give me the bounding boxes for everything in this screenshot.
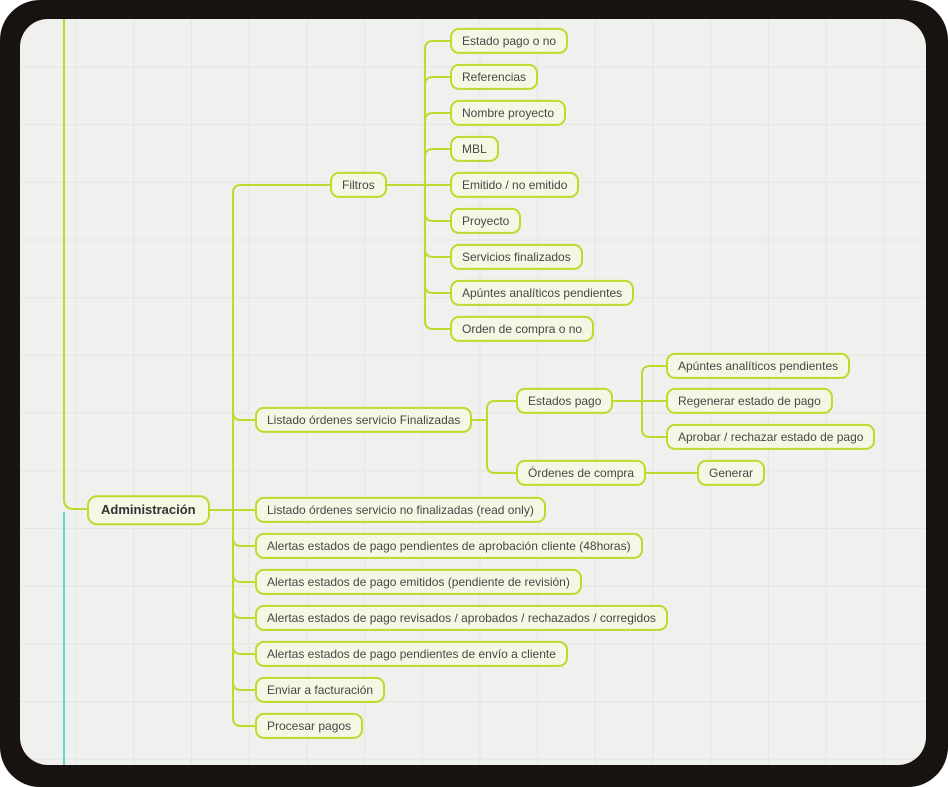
node-alertas-envio-cliente[interactable]: Alertas estados de pago pendientes de en…	[255, 640, 568, 668]
node-proyecto[interactable]: Proyecto	[450, 207, 522, 235]
node-administracion[interactable]: Administración	[87, 495, 210, 525]
node-listado-ordenes-finalizadas[interactable]: Listado órdenes servicio Finalizadas	[255, 406, 473, 434]
node-listado-no-finalizadas[interactable]: Listado órdenes servicio no finalizadas …	[255, 496, 546, 524]
node-apuntes-analiticos-pendientes[interactable]: Apúntes analíticos pendientes	[666, 352, 851, 380]
node-emitido-no-emitido[interactable]: Emitido / no emitido	[450, 171, 580, 199]
node-nombre-proyecto[interactable]: Nombre proyecto	[450, 99, 567, 127]
node-orden-de-compra-o-no[interactable]: Orden de compra o no	[450, 315, 595, 343]
node-enviar-a-facturacion[interactable]: Enviar a facturación	[255, 676, 386, 704]
node-alertas-aprobacion-cliente[interactable]: Alertas estados de pago pendientes de ap…	[255, 532, 643, 560]
node-servicios-finalizados[interactable]: Servicios finalizados	[450, 243, 583, 271]
node-alertas-emitidos[interactable]: Alertas estados de pago emitidos (pendie…	[255, 568, 582, 596]
node-mbl[interactable]: MBL	[450, 135, 499, 163]
node-aprobar-rechazar-estado-de-pago[interactable]: Aprobar / rechazar estado de pago	[666, 423, 876, 451]
node-apuntes-analiticos-pendientes-filtro[interactable]: Apúntes analíticos pendientes	[450, 279, 635, 307]
node-filtros[interactable]: Filtros	[330, 171, 387, 199]
node-referencias[interactable]: Referencias	[450, 63, 539, 91]
node-generar[interactable]: Generar	[697, 459, 766, 487]
node-procesar-pagos[interactable]: Procesar pagos	[255, 712, 364, 740]
node-alertas-revisados[interactable]: Alertas estados de pago revisados / apro…	[255, 604, 668, 632]
node-ordenes-de-compra[interactable]: Órdenes de compra	[516, 459, 647, 487]
node-regenerar-estado-de-pago[interactable]: Regenerar estado de pago	[666, 387, 833, 415]
node-estados-pago[interactable]: Estados pago	[516, 387, 614, 415]
node-estado-pago-o-no[interactable]: Estado pago o no	[450, 27, 569, 55]
